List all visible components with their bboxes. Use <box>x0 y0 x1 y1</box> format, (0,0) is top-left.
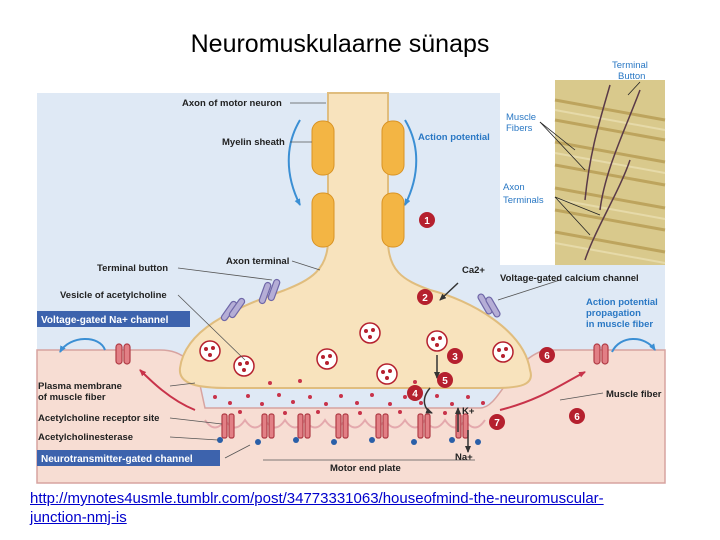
label-voltage-gated-na-channel: Voltage-gated Na+ channel <box>41 315 169 326</box>
label-plasma-membrane-line2: of muscle fiber <box>38 392 106 403</box>
label-voltage-gated-calcium-channel: Voltage-gated calcium channel <box>500 273 639 284</box>
step-number: 6 <box>574 412 580 423</box>
label-micrograph-axon-line1: Axon <box>503 182 525 193</box>
muscle-ap-arrow-left-top <box>59 338 106 353</box>
step-number: 4 <box>412 389 418 400</box>
label-action-potential: Action potential <box>418 132 490 143</box>
na-channel-banner <box>37 311 190 327</box>
micrograph-inset: Terminal Button Muscle Fibers Axon Termi… <box>500 55 666 265</box>
step-number: 1 <box>424 216 430 227</box>
label-axon-of-motor-neuron: Axon of motor neuron <box>182 98 282 109</box>
step-badge <box>539 347 555 363</box>
source-link[interactable]: http://mynotes4usmle.tumblr.com/post/347… <box>30 490 604 526</box>
muscle-ap-arrow-left-red <box>139 369 196 411</box>
step-badge <box>447 348 463 364</box>
label-micrograph-terminal-line2: Button <box>618 71 645 82</box>
myelin-sheath-upper-left <box>311 120 335 176</box>
muscle-ap-arrow-right-red <box>499 371 586 411</box>
na-channel <box>115 343 123 365</box>
na-channel <box>123 343 131 365</box>
label-plasma-membrane-line1: Plasma membrane <box>38 381 122 392</box>
step-badges: 1 2 3 4 5 6 6 7 <box>407 212 585 430</box>
vesicles <box>199 322 514 385</box>
vesicle <box>199 340 221 362</box>
step-badge <box>569 408 585 424</box>
acetylcholine-molecules <box>213 379 485 415</box>
step-number: 5 <box>442 376 448 387</box>
vesicle <box>426 330 448 352</box>
label-ap-propagation-line1: Action potential <box>586 297 658 308</box>
vesicle <box>492 341 514 363</box>
step-badge <box>489 414 505 430</box>
motor-neuron-axon-terminal <box>178 92 532 389</box>
step-badge <box>419 212 435 228</box>
voltage-gated-na-channels <box>115 343 609 365</box>
vesicle <box>359 322 381 344</box>
label-muscle-fiber: Muscle fiber <box>606 389 662 400</box>
label-acetylcholinesterase: Acetylcholinesterase <box>38 432 133 443</box>
neurotransmitter-gated-channels <box>221 413 469 439</box>
label-na-ion: Na+ <box>455 452 473 463</box>
step-badge <box>407 385 423 401</box>
micrograph-image <box>555 80 665 265</box>
leader-lines <box>169 102 604 461</box>
step-badge <box>417 289 433 305</box>
step-number: 3 <box>452 352 458 363</box>
na-channel <box>601 343 609 365</box>
acetylcholinesterase-molecules <box>217 437 481 445</box>
vesicle-contents <box>204 328 508 380</box>
label-terminal-button: Terminal button <box>97 263 168 274</box>
label-myelin-sheath: Myelin sheath <box>222 137 285 148</box>
vesicle <box>233 355 255 377</box>
label-k-ion: K+ <box>462 406 475 417</box>
step-number: 7 <box>494 418 500 429</box>
muscle-ap-arrow-right-top <box>611 338 656 353</box>
myelin-sheath-upper-right <box>381 120 405 176</box>
step-badge <box>437 372 453 388</box>
calcium-influx-arrow <box>439 282 459 301</box>
slide-title: Neuromuskulaarne sünaps <box>190 30 490 58</box>
label-ap-propagation-line2: propagation <box>586 308 641 319</box>
action-potential-arrow-right <box>404 119 418 206</box>
nt-channel-banner <box>37 450 220 466</box>
label-axon-terminal: Axon terminal <box>226 256 289 267</box>
vesicle-fusion-arrow <box>423 387 433 414</box>
calcium-channel <box>267 278 281 302</box>
label-acetylcholine-receptor-site: Acetylcholine receptor site <box>38 413 159 424</box>
label-vesicle-of-acetylcholine: Vesicle of acetylcholine <box>60 290 167 301</box>
label-motor-end-plate: Motor end plate <box>330 463 401 474</box>
label-micrograph-terminal-line1: Terminal <box>612 60 648 71</box>
label-micrograph-muscle-line2: Fibers <box>506 123 533 134</box>
myelin-sheath-lower-left <box>311 192 335 248</box>
step-number: 6 <box>544 351 550 362</box>
action-potential-arrow-left <box>287 119 301 206</box>
label-ca-ion: Ca2+ <box>462 265 485 276</box>
na-channel <box>593 343 601 365</box>
vesicle <box>316 348 338 370</box>
vesicle <box>376 363 398 385</box>
calcium-channel <box>485 296 501 318</box>
step-number: 2 <box>422 293 428 304</box>
calcium-channels <box>220 278 501 322</box>
calcium-channel <box>258 281 272 305</box>
label-micrograph-muscle-line1: Muscle <box>506 112 536 123</box>
label-neurotransmitter-gated-channel: Neurotransmitter-gated channel <box>41 454 193 465</box>
calcium-channel <box>228 297 246 319</box>
label-micrograph-axon-line2: Terminals <box>503 195 544 206</box>
label-ap-propagation-line3: in muscle fiber <box>586 319 653 330</box>
myelin-sheath-lower-right <box>381 192 405 248</box>
